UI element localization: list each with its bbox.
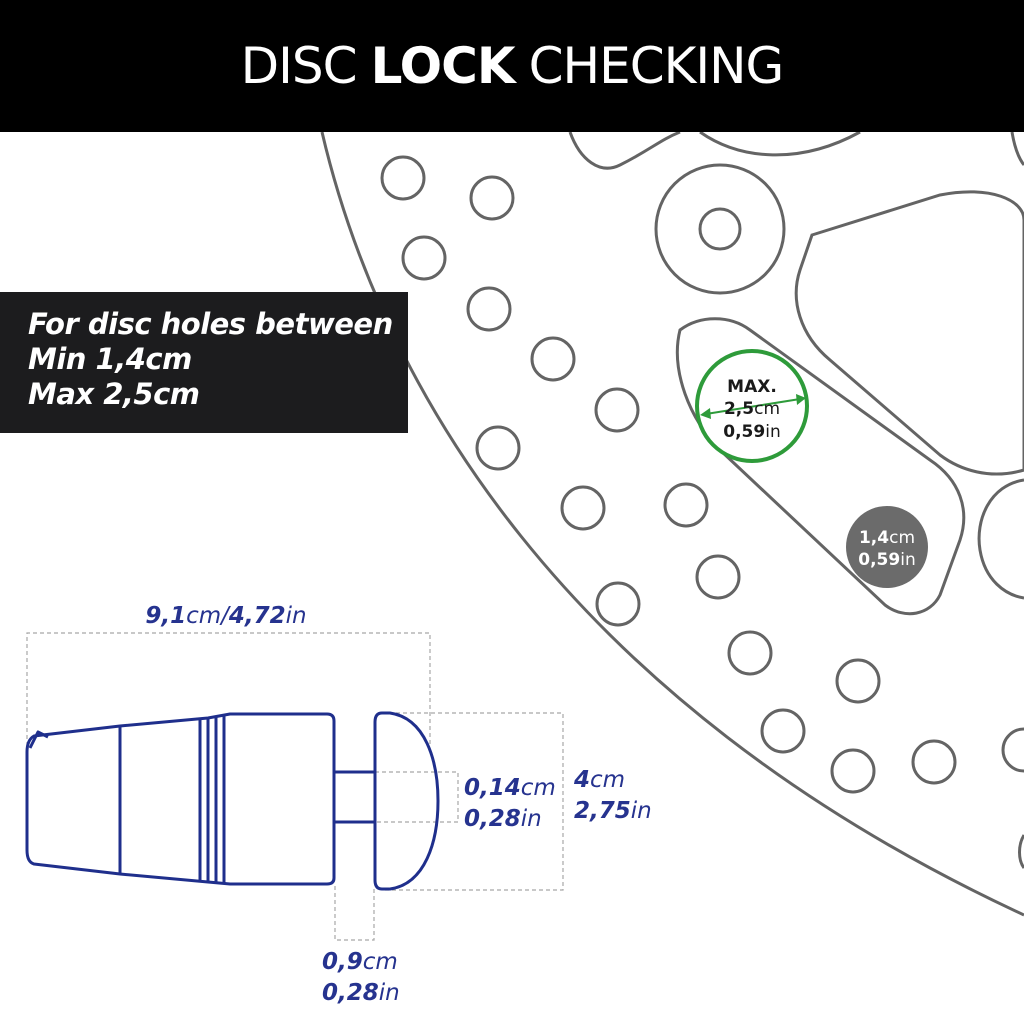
max-hole-in: 0,59in xyxy=(723,422,780,442)
pin-dimension-cm: 0,14cm xyxy=(464,775,556,801)
gap-guide xyxy=(334,886,375,941)
vent-hole xyxy=(560,485,606,531)
max-hole-arrow xyxy=(705,398,801,415)
vent-hole xyxy=(727,630,773,676)
disc-boss-ring xyxy=(654,163,786,295)
pin-dimension-in: 0,28in xyxy=(464,806,542,832)
arrow-right-head xyxy=(796,394,806,405)
info-line-3: Max 2,5cm xyxy=(28,377,200,411)
disc-inner-spoke-edge xyxy=(568,130,681,170)
disc-spoke-top xyxy=(699,130,861,157)
gap-dimension-cm: 0,9cm xyxy=(322,949,398,975)
vent-hole xyxy=(401,235,447,281)
disc-outer-edge xyxy=(320,131,1024,917)
vent-hole xyxy=(830,748,876,794)
vent-hole xyxy=(911,739,957,785)
disc-lock xyxy=(25,711,440,891)
max-hole-label: MAX. xyxy=(727,377,777,397)
length-guide xyxy=(26,632,431,760)
pin-guide xyxy=(375,771,459,823)
disc-hole-edge xyxy=(1018,834,1024,869)
gap-dimension-in: 0,28in xyxy=(322,980,400,1006)
vent-hole xyxy=(530,336,576,382)
disc-boss-right xyxy=(977,478,1024,600)
head-guide xyxy=(382,712,564,891)
length-dimension: 9,1cm/4,72in xyxy=(145,603,306,629)
head-dimension-cm: 4cm xyxy=(573,767,625,793)
dimension-labels: 9,1cm/4,72in 0,14cm 0,28in 4cm 2,75in 0,… xyxy=(145,603,651,1006)
disc-window-upper xyxy=(794,190,1024,476)
title-checking: CHECKING xyxy=(528,37,785,95)
vent-hole xyxy=(466,286,512,332)
vent-hole xyxy=(475,425,521,471)
header-banner: DISC LOCK CHECKING xyxy=(0,0,1024,132)
vent-hole xyxy=(595,581,641,627)
vent-hole xyxy=(594,387,640,433)
vent-hole xyxy=(380,155,426,201)
max-hole-indicator: MAX. 2,5cm 0,59in xyxy=(695,349,809,463)
arrow-left-head xyxy=(700,408,711,419)
disc-vent-holes xyxy=(380,155,1024,794)
vent-hole xyxy=(1001,727,1024,773)
min-hole-circle xyxy=(846,506,928,588)
lock-head xyxy=(373,711,440,891)
dimension-guides xyxy=(26,632,564,941)
lock-pin xyxy=(332,770,377,824)
vent-hole xyxy=(695,554,741,600)
disc-edge-right-top xyxy=(1010,131,1024,166)
lock-body xyxy=(25,712,336,886)
head-dimension-in: 2,75in xyxy=(574,798,652,824)
vent-hole xyxy=(835,658,881,704)
min-hole-indicator: 1,4cm 0,59in xyxy=(846,506,928,588)
min-hole-cm: 1,4cm xyxy=(859,528,915,548)
disc-window-lower xyxy=(675,317,966,616)
info-line-2: Min 1,4cm xyxy=(28,342,192,376)
brake-disc xyxy=(320,130,1024,917)
title-lock: LOCK xyxy=(370,37,516,95)
title-disc: DISC xyxy=(240,37,358,95)
info-line-1: For disc holes between xyxy=(28,307,393,341)
hole-size-info-box: For disc holes between Min 1,4cm Max 2,5… xyxy=(0,292,408,433)
lock-latch xyxy=(28,730,49,749)
min-hole-in: 0,59in xyxy=(858,550,915,570)
vent-hole xyxy=(760,708,806,754)
vent-hole xyxy=(663,482,709,528)
max-hole-cm: 2,5cm xyxy=(724,399,780,419)
disc-boss-hole xyxy=(698,207,742,251)
vent-hole xyxy=(469,175,515,221)
